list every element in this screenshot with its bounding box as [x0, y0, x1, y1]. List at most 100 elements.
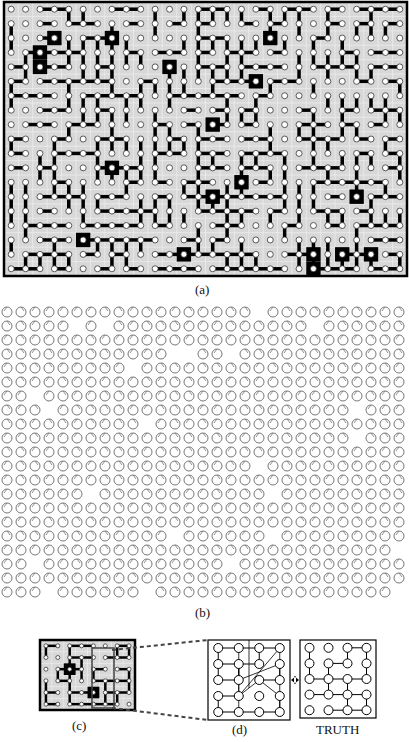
node-circle — [80, 251, 86, 257]
grid-circle — [114, 363, 124, 373]
circle-tick — [399, 475, 402, 479]
node-circle — [152, 136, 158, 142]
node-circle — [253, 107, 259, 113]
node-circle — [354, 150, 360, 156]
node-circle — [282, 136, 288, 142]
grid-circle — [198, 391, 208, 401]
node-circle — [23, 266, 29, 272]
node-circle — [195, 208, 201, 214]
node-circle — [80, 644, 84, 648]
node-circle — [109, 251, 115, 257]
grid-circle — [44, 447, 54, 457]
node-circle — [253, 266, 259, 272]
grid-circle — [380, 349, 390, 359]
grid-circle — [184, 475, 194, 485]
circle-tick — [158, 489, 161, 493]
circle-tick — [74, 335, 77, 339]
grid-circle — [338, 447, 348, 457]
grid-circle — [282, 307, 292, 317]
circle-tick — [49, 363, 52, 367]
grid-circle — [240, 433, 250, 443]
node-circle — [109, 165, 115, 171]
grid-circle — [366, 307, 376, 317]
grid-circle — [44, 419, 54, 429]
grid-circle — [254, 433, 264, 443]
grid-circle — [114, 433, 124, 443]
grid-circle — [240, 391, 250, 401]
grid-circle — [58, 419, 68, 429]
node-circle — [195, 179, 201, 185]
circle-tick — [74, 461, 77, 465]
circle-tick — [214, 307, 217, 311]
circle-tick — [242, 391, 245, 395]
circle-tick — [88, 503, 91, 507]
node-circle — [195, 165, 201, 171]
grid-circle — [86, 475, 96, 485]
circle-tick — [119, 391, 122, 395]
node-circle — [238, 6, 244, 12]
node-circle — [267, 194, 273, 200]
node-circle — [368, 165, 374, 171]
node-circle — [123, 223, 129, 229]
grid-circle — [282, 349, 292, 359]
node-circle — [267, 208, 273, 214]
grid-circle — [226, 489, 236, 499]
node-circle — [210, 64, 216, 70]
grid-circle — [254, 321, 264, 331]
node-circle — [181, 165, 187, 171]
grid-circle — [394, 391, 404, 401]
node-circle — [109, 136, 115, 142]
grid-circle — [142, 475, 152, 485]
node-circle — [382, 64, 388, 70]
grid-circle — [380, 405, 390, 415]
grid-circle — [240, 419, 250, 429]
node-circle — [397, 122, 403, 128]
grid-circle — [380, 335, 390, 345]
grid-circle — [100, 405, 110, 415]
node-circle — [397, 237, 403, 243]
node-circle — [310, 251, 316, 257]
node-circle — [80, 107, 86, 113]
node-circle — [325, 208, 331, 214]
node-circle — [210, 122, 216, 128]
grid-circle — [324, 391, 334, 401]
circle-tick — [287, 307, 290, 311]
circle-tick — [368, 461, 371, 465]
node-circle — [382, 165, 388, 171]
circle-tick — [343, 419, 346, 423]
node-circle — [167, 237, 173, 243]
node-circle — [37, 78, 43, 84]
circle-tick — [343, 405, 346, 409]
circle-tick — [287, 433, 290, 437]
grid-circle — [254, 363, 264, 373]
grid-circle — [366, 447, 376, 457]
node-circle — [325, 35, 331, 41]
circle-tick — [35, 475, 38, 479]
node-circle — [80, 21, 86, 27]
grid-circle — [100, 391, 110, 401]
grid-line — [4, 146, 407, 147]
circle-tick — [161, 447, 164, 451]
node-circle — [8, 35, 14, 41]
circle-tick — [105, 363, 108, 367]
node-circle — [397, 136, 403, 142]
grid-circle — [86, 391, 96, 401]
node-circle — [382, 223, 388, 229]
node-circle — [282, 251, 288, 257]
node-circle — [253, 78, 259, 84]
grid-line — [4, 88, 407, 89]
circle-tick — [21, 335, 24, 339]
node-circle — [238, 93, 244, 99]
grid-circle — [324, 461, 334, 471]
grid-circle — [44, 475, 54, 485]
node-circle — [152, 78, 158, 84]
grid-circle — [114, 321, 124, 331]
grid-circle — [72, 447, 82, 457]
node-circle — [224, 49, 230, 55]
node-circle — [282, 150, 288, 156]
circle-tick — [130, 307, 133, 311]
node-circle — [210, 266, 216, 272]
grid-circle — [72, 307, 82, 317]
circle-tick — [245, 405, 248, 409]
node-circle — [339, 194, 345, 200]
